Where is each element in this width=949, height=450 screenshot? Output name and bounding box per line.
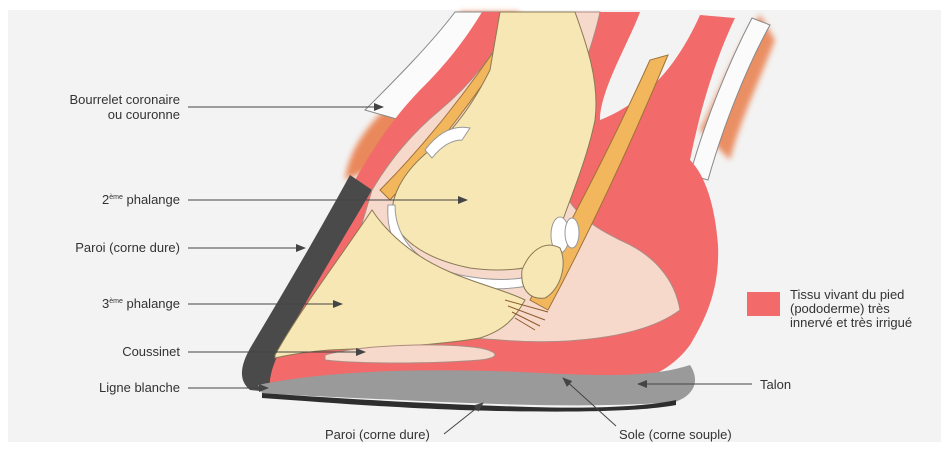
label-coussinet: Coussinet	[40, 344, 180, 359]
legend-line2: (pododerme) très	[790, 302, 912, 316]
label-phalange3: 3ème phalange	[40, 296, 180, 311]
label-bourrelet: Bourrelet coronaire ou couronne	[40, 92, 180, 122]
label-phalange2-text: phalange	[123, 192, 180, 207]
legend-swatch	[747, 292, 780, 316]
legend-line1: Tissu vivant du pied	[790, 288, 912, 302]
label-phalange2-sup: ème	[109, 194, 123, 201]
legend-text: Tissu vivant du pied (pododerme) très in…	[790, 288, 912, 330]
legend-line3: innervé et très irrigué	[790, 316, 912, 330]
sesamoid-2	[565, 218, 579, 248]
label-phalange3-text: phalange	[123, 296, 180, 311]
label-ligne-blanche: Ligne blanche	[40, 380, 180, 395]
label-phalange2: 2ème phalange	[40, 192, 180, 207]
label-bourrelet-line2: ou couronne	[40, 107, 180, 122]
label-paroi-bottom: Paroi (corne dure)	[325, 427, 430, 442]
label-bourrelet-line1: Bourrelet coronaire	[40, 92, 180, 107]
label-phalange3-sup: ème	[109, 298, 123, 305]
label-sole: Sole (corne souple)	[619, 427, 732, 442]
label-paroi-left: Paroi (corne dure)	[40, 240, 180, 255]
label-talon: Talon	[760, 377, 791, 392]
